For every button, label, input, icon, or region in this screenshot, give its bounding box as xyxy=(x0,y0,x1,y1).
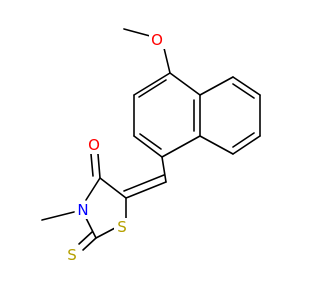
molecule-diagram: O O N S S xyxy=(41,28,261,264)
bond-c4ring-o xyxy=(97,153,101,179)
structure-svg: O O N S S xyxy=(41,28,261,264)
methoxy-oxygen: O xyxy=(149,31,165,49)
ring-nitrogen: N xyxy=(75,201,91,219)
methoxy-oxygen-label: O xyxy=(151,31,163,49)
bond-c3-c4-inner xyxy=(139,133,162,150)
bond-c2ring-s xyxy=(95,227,116,239)
bond-c4-ch xyxy=(161,156,167,183)
bond-c4-c4a xyxy=(161,135,201,158)
bond-c5ring-c4ring xyxy=(99,177,127,199)
carbonyl-oxygen-label: O xyxy=(88,136,100,154)
atom-labels: O O N S S xyxy=(64,31,165,264)
bond-c1-c2 xyxy=(133,72,171,96)
bond-ch-c5ring xyxy=(125,181,167,199)
ring-nitrogen-label: N xyxy=(77,201,88,219)
bond-methyl-o xyxy=(123,28,151,37)
bond-c3-c4 xyxy=(133,135,163,158)
bond-c2ring-thione xyxy=(82,237,97,251)
bond-n-methyl xyxy=(41,211,75,221)
ring-sulfur: S xyxy=(114,218,130,236)
bond-c1-c2-inner xyxy=(138,79,167,98)
thione-sulfur: S xyxy=(64,246,80,264)
ring-sulfur-label: S xyxy=(117,218,127,236)
bond-n-c2ring xyxy=(85,217,97,239)
bond-c8a-c8 xyxy=(199,76,234,96)
bond-c2ring-thione-double xyxy=(78,231,93,245)
bond-c5-c4a xyxy=(199,135,234,155)
bond-c8a-c1 xyxy=(169,72,201,96)
bonds xyxy=(41,28,261,251)
bond-ch-c5ring-double xyxy=(123,174,165,192)
bond-c6-c5-inner xyxy=(232,132,255,148)
bond-c8-c7-inner xyxy=(232,83,255,99)
bond-c4ring-o-double xyxy=(90,153,94,177)
bond-o-c1 xyxy=(163,47,171,74)
bond-c6-c5 xyxy=(232,135,261,155)
carbonyl-oxygen: O xyxy=(86,136,102,154)
bond-c4ring-n xyxy=(85,177,101,201)
bond-c8-c7 xyxy=(232,76,261,96)
thione-sulfur-label: S xyxy=(67,246,77,264)
